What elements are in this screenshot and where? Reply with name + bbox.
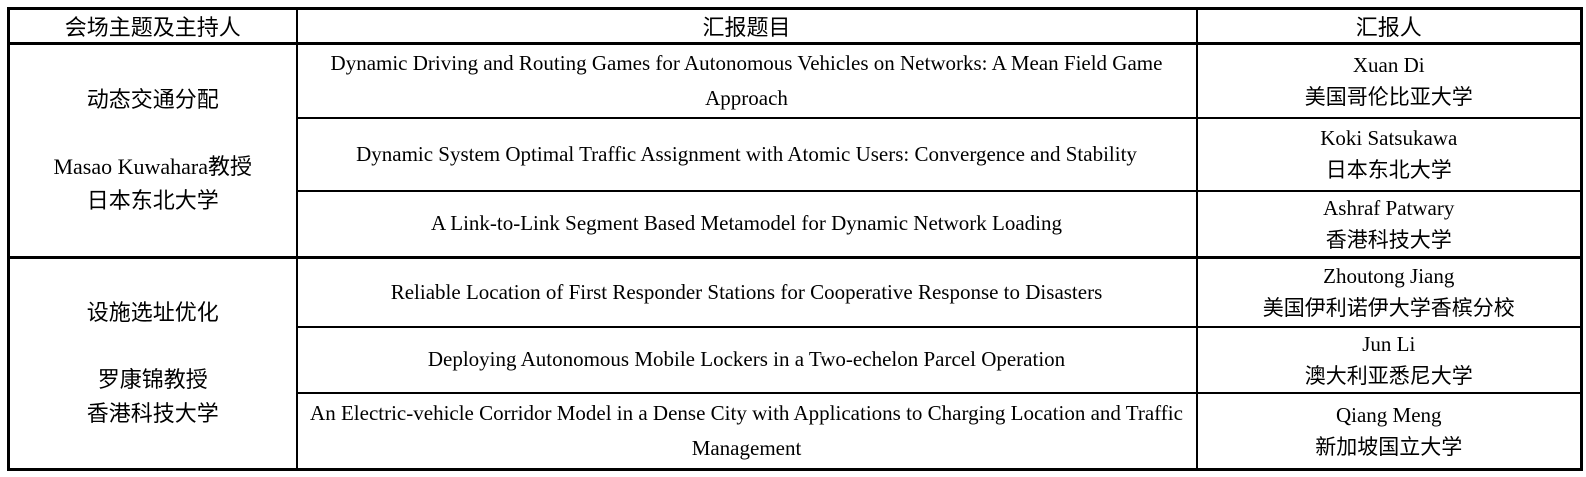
presenter-affiliation: 新加坡国立大学 xyxy=(1315,434,1463,459)
presenter-cell: Jun Li 澳大利亚悉尼大学 xyxy=(1195,325,1583,394)
talk-title: A Link-to-Link Segment Based Metamodel f… xyxy=(295,189,1198,259)
session-chair-affiliation: 日本东北大学 xyxy=(86,187,219,213)
session-cell-dynamic-traffic-assignment: 动态交通分配 Masao Kuwahara教授 日本东北大学 xyxy=(7,42,298,259)
talk-title: An Electric-vehicle Corridor Model in a … xyxy=(295,391,1198,471)
presenter-cell: Ashraf Patwary 香港科技大学 xyxy=(1195,189,1583,259)
talk-title: Deploying Autonomous Mobile Lockers in a… xyxy=(295,325,1198,394)
conference-program-table: 会场主题及主持人 汇报题目 汇报人 动态交通分配 Masao Kuwahara教… xyxy=(7,7,1583,471)
table-row: Dynamic System Optimal Traffic Assignmen… xyxy=(9,116,1583,192)
session-chair: Masao Kuwahara教授 xyxy=(53,153,253,179)
presenter-cell: Zhoutong Jiang 美国伊利诺伊大学香槟分校 xyxy=(1195,256,1583,328)
session-cell-facility-location-optimization: 设施选址优化 罗康锦教授 香港科技大学 xyxy=(7,256,298,471)
table-row: 动态交通分配 Masao Kuwahara教授 日本东北大学 Dynamic D… xyxy=(7,42,1583,259)
presenter-name: Jun Li xyxy=(1362,331,1416,356)
header-presenter: 汇报人 xyxy=(1195,7,1583,45)
presenter-name: Qiang Meng xyxy=(1335,402,1442,427)
session-theme: 动态交通分配 xyxy=(86,86,219,112)
table-row: A Link-to-Link Segment Based Metamodel f… xyxy=(9,189,1583,259)
presenter-name: Xuan Di xyxy=(1352,52,1425,77)
presenter-affiliation: 美国伊利诺伊大学香槟分校 xyxy=(1262,296,1515,321)
session-theme: 设施选址优化 xyxy=(86,299,219,325)
presenter-cell: Koki Satsukawa 日本东北大学 xyxy=(1195,116,1583,192)
table-row: Deploying Autonomous Mobile Lockers in a… xyxy=(9,325,1583,394)
presenter-affiliation: 美国哥伦比亚大学 xyxy=(1304,84,1473,109)
presenter-affiliation: 澳大利亚悉尼大学 xyxy=(1304,363,1473,388)
presenter-name: Ashraf Patwary xyxy=(1323,195,1455,220)
table-row: 设施选址优化 罗康锦教授 香港科技大学 Reliable Location of… xyxy=(7,256,1583,471)
presenter-name: Koki Satsukawa xyxy=(1320,126,1458,150)
presenter-cell: Qiang Meng 新加坡国立大学 xyxy=(1195,391,1583,471)
talk-title: Reliable Location of First Responder Sta… xyxy=(295,256,1198,328)
session-chair: 罗康锦教授 xyxy=(97,366,208,392)
presenter-affiliation: 日本东北大学 xyxy=(1325,158,1452,182)
header-session-theme-chair: 会场主题及主持人 xyxy=(7,7,298,45)
table-header-row: 会场主题及主持人 汇报题目 汇报人 xyxy=(7,7,1583,45)
presenter-name: Zhoutong Jiang xyxy=(1323,264,1455,289)
table-row: An Electric-vehicle Corridor Model in a … xyxy=(9,391,1583,471)
header-report-title: 汇报题目 xyxy=(295,7,1198,45)
talk-title: Dynamic System Optimal Traffic Assignmen… xyxy=(295,116,1198,192)
talk-title: Dynamic Driving and Routing Games for Au… xyxy=(295,42,1198,119)
session-chair-affiliation: 香港科技大学 xyxy=(86,400,219,426)
presenter-cell: Xuan Di 美国哥伦比亚大学 xyxy=(1195,42,1583,119)
presenter-affiliation: 香港科技大学 xyxy=(1325,227,1452,252)
